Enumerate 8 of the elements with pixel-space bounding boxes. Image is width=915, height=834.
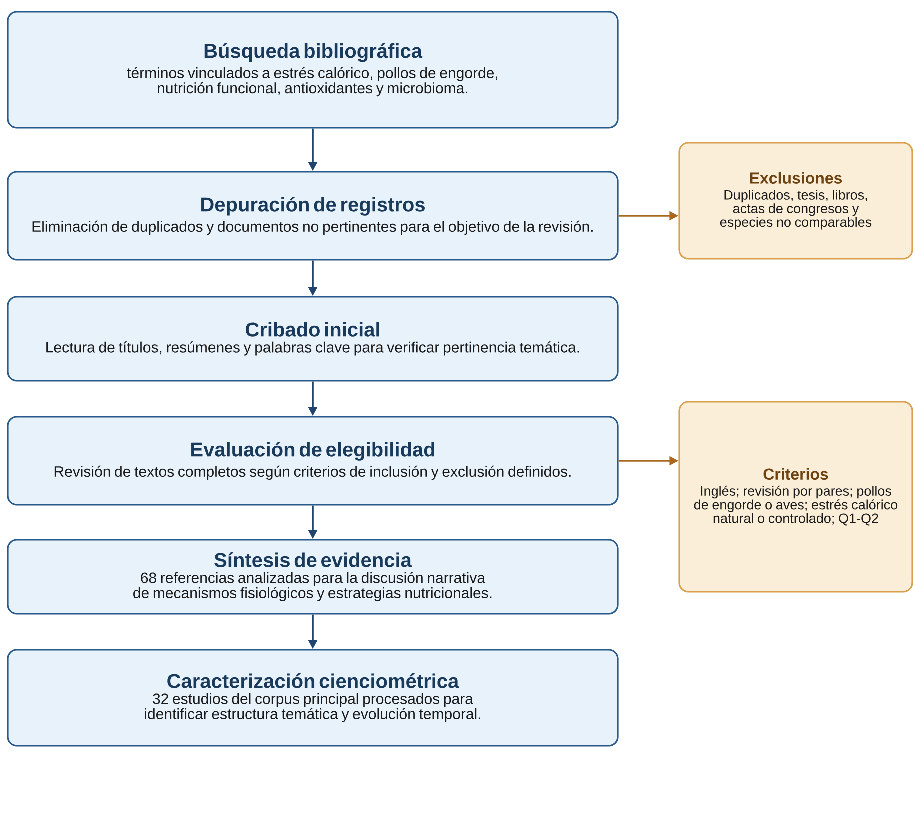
process-box: Caracterización cienciométrica 32 estudios del corpus principal procesados para identificar estructura temática y evolución temporal.: [7, 649, 619, 747]
process-box: Síntesis de evidencia 68 referencias analizadas para la discusión narrativa de mecanismos fisiológicos y estrategias nutricionales.: [7, 539, 619, 615]
process-box: Búsqueda bibliográfica términos vinculados a estrés calórico, pollos de engorde, nutrición funcional, antioxidantes y microbioma.: [7, 11, 619, 129]
note-box: Exclusiones Duplicados, tesis, libros, actas de congresos y especies no comparables: [678, 142, 914, 260]
note-box: Criterios Inglés; revisión por pares; pollos de engorde o aves; estrés calórico natural o controlado; Q1-Q2: [678, 401, 914, 593]
process-box: Evaluación de elegibilidad Revisión de textos completos según criterios de inclusión y exclusión definidos.: [7, 416, 619, 506]
process-box: Cribado inicial Lectura de títulos, resúmenes y palabras clave para verificar pertinencia temática.: [7, 296, 619, 382]
process-box: Depuración de registros Eliminación de duplicados y documentos no pertinentes para el objetivo de la revisión.: [7, 171, 619, 261]
